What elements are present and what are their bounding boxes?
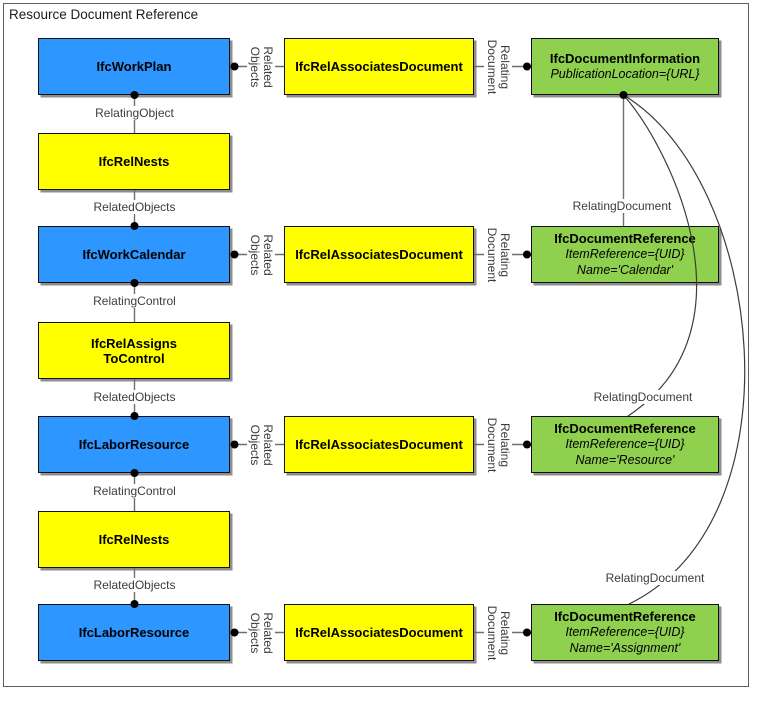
- edge-label-relatingdocument-rot-2: Relating Document: [484, 223, 512, 286]
- node-attribute: Name='Resource': [575, 453, 675, 467]
- edge-label-relatedobjects-3: RelatedObjects: [90, 578, 179, 592]
- node-ifcrelnests-1: IfcRelNests: [38, 133, 230, 190]
- node-label: IfcWorkCalendar: [82, 247, 186, 262]
- edge-label-relatingdocument-resource: RelatingDocument: [590, 390, 696, 404]
- edge-label-relatedobjects-rot-4: Related Objects: [247, 601, 275, 664]
- node-ifcrelassignstocontrol: IfcRelAssigns ToControl: [38, 322, 230, 379]
- edge-label-relatedobjects-1: RelatedObjects: [90, 200, 179, 214]
- node-ifcrelassociatesdocument-4: IfcRelAssociatesDocument: [284, 604, 474, 661]
- node-label: IfcWorkPlan: [96, 59, 172, 74]
- edge-label-relatedobjects-2: RelatedObjects: [90, 390, 179, 404]
- node-ifcrelassociatesdocument-1: IfcRelAssociatesDocument: [284, 38, 474, 95]
- node-label: IfcDocumentReference: [554, 421, 696, 436]
- node-label: IfcLaborResource: [78, 437, 190, 452]
- edge-label-relatingcontrol-1: RelatingControl: [90, 294, 179, 308]
- node-attribute: Name='Calendar': [576, 263, 674, 277]
- node-attribute: ItemReference={UID}: [565, 437, 685, 451]
- edge-label-relatedobjects-rot-1: Related Objects: [247, 35, 275, 98]
- node-label: IfcRelNests: [98, 154, 170, 169]
- node-ifcworkplan: IfcWorkPlan: [38, 38, 230, 95]
- node-ifcdocumentreference-assignment: IfcDocumentReference ItemReference={UID}…: [531, 604, 719, 661]
- node-attribute: PublicationLocation={URL}: [550, 67, 700, 81]
- node-ifcrelassociatesdocument-2: IfcRelAssociatesDocument: [284, 226, 474, 283]
- edge-label-relatingdocument-assignment: RelatingDocument: [602, 571, 708, 585]
- node-attribute: Name='Assignment': [569, 641, 681, 655]
- node-ifcdocumentreference-resource: IfcDocumentReference ItemReference={UID}…: [531, 416, 719, 473]
- edge-label-relatingdocument-rot-1: Relating Document: [484, 35, 512, 98]
- node-label: IfcRelAssociatesDocument: [295, 247, 463, 262]
- node-label: IfcRelAssociatesDocument: [295, 437, 463, 452]
- edge-label-relatingdocument-rot-3: Relating Document: [484, 413, 512, 476]
- node-attribute: ItemReference={UID}: [565, 247, 685, 261]
- node-attribute: ItemReference={UID}: [565, 625, 685, 639]
- node-label: IfcDocumentInformation: [549, 51, 701, 66]
- edge-label-relatingobject: RelatingObject: [92, 106, 177, 120]
- edge-label-relatedobjects-rot-2: Related Objects: [247, 223, 275, 286]
- node-ifcrelassociatesdocument-3: IfcRelAssociatesDocument: [284, 416, 474, 473]
- node-ifclaborresource-2: IfcLaborResource: [38, 604, 230, 661]
- diagram-frame: [3, 3, 749, 687]
- curve-relatingdocument-resource: [623, 94, 698, 417]
- node-label: IfcDocumentReference: [554, 231, 696, 246]
- node-label: IfcRelAssociatesDocument: [295, 59, 463, 74]
- diagram-title: Resource Document Reference: [9, 7, 199, 22]
- straight-connectors: [133, 65, 625, 634]
- edge-label-relatingdocument-rot-4: Relating Document: [484, 601, 512, 664]
- node-label: IfcRelAssociatesDocument: [295, 625, 463, 640]
- node-label: IfcLaborResource: [78, 625, 190, 640]
- curve-relatingdocument-assignment: [623, 94, 746, 605]
- edge-label-relatingdocument-calendar: RelatingDocument: [569, 199, 675, 213]
- node-label: IfcRelNests: [98, 532, 170, 547]
- node-label: IfcDocumentReference: [554, 609, 696, 624]
- edge-label-relatedobjects-rot-3: Related Objects: [247, 413, 275, 476]
- node-label: IfcRelAssigns ToControl: [91, 335, 177, 366]
- node-ifclaborresource-1: IfcLaborResource: [38, 416, 230, 473]
- node-ifcrelnests-2: IfcRelNests: [38, 511, 230, 568]
- node-ifcdocumentreference-calendar: IfcDocumentReference ItemReference={UID}…: [531, 226, 719, 283]
- edge-label-relatingcontrol-2: RelatingControl: [90, 484, 179, 498]
- connection-dots: [130, 62, 628, 637]
- curved-connectors: [623, 94, 746, 605]
